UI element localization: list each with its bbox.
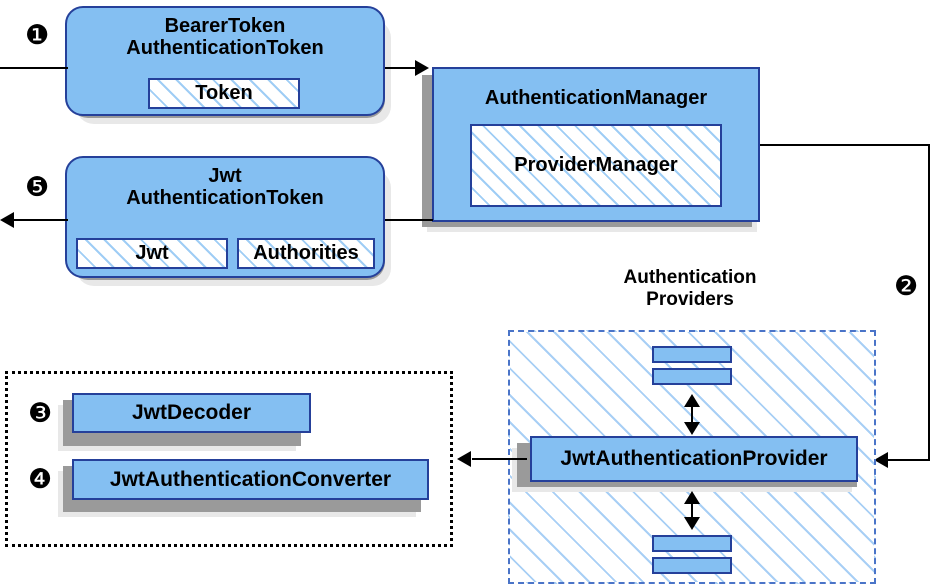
provider-manager-subbox[interactable]: ProviderManager	[470, 124, 722, 207]
provider-link-line-top	[691, 400, 693, 428]
provider-link-arrow-top-down	[684, 422, 700, 435]
jwt-authentication-provider-label: JwtAuthenticationProvider	[560, 447, 828, 471]
authentication-providers-caption: Authentication Providers	[565, 267, 815, 311]
flow-arrow-response-out	[0, 212, 14, 228]
provider-stub-bar-top-2	[652, 368, 732, 385]
step-4-badge: ❹	[28, 464, 53, 495]
flow-line-into-provider	[888, 459, 930, 461]
flow-line-manager-out-down	[928, 144, 930, 460]
jwt-support-container	[5, 371, 453, 547]
provider-manager-label: ProviderManager	[514, 154, 678, 176]
authorities-subbox[interactable]: Authorities	[237, 238, 375, 269]
step-5-badge: ❺	[25, 172, 50, 203]
authentication-manager-title: AuthenticationManager	[484, 87, 708, 109]
jwt-subbox[interactable]: Jwt	[76, 238, 228, 269]
flow-line-request-in	[0, 67, 68, 69]
authorities-label: Authorities	[253, 242, 359, 264]
token-label: Token	[195, 82, 253, 104]
jwt-decoder-node[interactable]: JwtDecoder	[72, 393, 311, 433]
flow-arrow-provider-to-support	[457, 451, 471, 467]
provider-stub-bar-bottom-2	[652, 557, 732, 574]
provider-link-line-bottom	[691, 497, 693, 523]
provider-link-arrow-bottom-down	[684, 517, 700, 530]
step-3-badge: ❸	[28, 398, 53, 429]
jwt-authentication-converter-node[interactable]: JwtAuthenticationConverter	[72, 459, 429, 500]
step-1-badge: ❶	[25, 20, 50, 51]
flow-arrow-token-to-manager	[415, 60, 429, 76]
jwt-decoder-label: JwtDecoder	[131, 401, 252, 425]
bearer-token-title-line2: AuthenticationToken	[126, 37, 324, 60]
jwt-authentication-provider-node[interactable]: JwtAuthenticationProvider	[530, 436, 858, 482]
provider-stub-bar-bottom-1	[652, 535, 732, 552]
step-2-badge: ❷	[894, 271, 919, 302]
jwt-label: Jwt	[135, 242, 169, 264]
flow-line-response-out	[14, 219, 68, 221]
jwt-token-title-line2: AuthenticationToken	[126, 187, 324, 210]
flow-arrow-into-provider	[874, 452, 888, 468]
bearer-token-title-line1: BearerToken	[164, 15, 286, 37]
authentication-providers-caption-line1: Authentication	[623, 267, 757, 288]
bearer-token-token-subbox[interactable]: Token	[148, 78, 300, 109]
flow-line-manager-out-top	[760, 144, 930, 146]
provider-stub-bar-top-1	[652, 346, 732, 363]
flow-line-provider-to-support	[472, 458, 527, 460]
flow-line-token-to-manager	[385, 67, 417, 69]
jwt-token-title-line1: Jwt	[208, 165, 242, 187]
flow-line-manager-to-jwt-token	[385, 219, 433, 221]
jwt-authentication-converter-label: JwtAuthenticationConverter	[109, 467, 392, 491]
authentication-providers-caption-line2: Providers	[646, 288, 734, 310]
